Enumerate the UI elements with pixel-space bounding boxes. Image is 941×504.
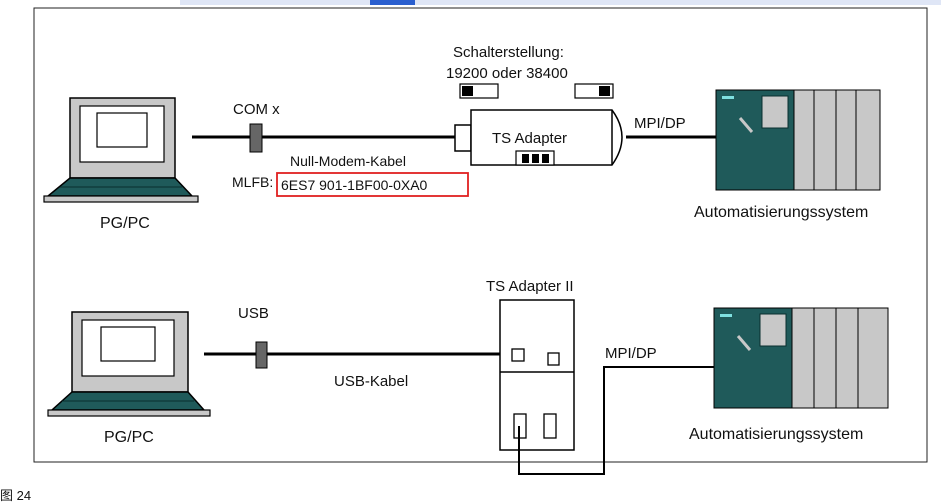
bottom-system-caption: Automatisierungssystem xyxy=(689,426,863,443)
ts-adapter-label: TS Adapter xyxy=(492,130,567,147)
top-system-caption: Automatisierungssystem xyxy=(694,204,868,221)
top-plc xyxy=(715,89,881,191)
top-mpi-label: MPI/DP xyxy=(634,115,686,132)
bottom-mpi-cable xyxy=(518,366,714,475)
header-strip xyxy=(180,0,941,5)
figure-caption: 图 24 xyxy=(0,488,31,503)
usb-port-label: USB xyxy=(238,305,269,322)
bottom-laptop xyxy=(47,311,211,417)
bottom-mpi-label: MPI/DP xyxy=(605,345,657,362)
com-connector xyxy=(249,123,263,153)
ts-adapter-ii-label: TS Adapter II xyxy=(486,278,574,295)
top-pc-caption: PG/PC xyxy=(100,215,150,232)
ts-adapter xyxy=(454,109,623,166)
top-laptop xyxy=(43,97,199,203)
bottom-pc-caption: PG/PC xyxy=(104,429,154,446)
switch-38400-icon xyxy=(574,83,614,99)
ts-adapter-ii xyxy=(499,299,575,451)
switch-values: 19200 oder 38400 xyxy=(446,65,568,82)
usb-connector xyxy=(255,341,268,369)
mlfb-prefix: MLFB: xyxy=(232,174,273,190)
header-accent xyxy=(370,0,415,5)
mlfb-number: 6ES7 901-1BF00-0XA0 xyxy=(281,177,428,193)
bottom-plc xyxy=(713,307,889,409)
com-port-label: COM x xyxy=(233,101,280,118)
usb-cable-label: USB-Kabel xyxy=(334,373,408,390)
mlfb-highlight-box xyxy=(276,172,469,197)
switch-19200-icon xyxy=(459,83,499,99)
null-modem-label: Null-Modem-Kabel xyxy=(290,153,406,169)
switch-title: Schalterstellung: xyxy=(453,44,564,61)
